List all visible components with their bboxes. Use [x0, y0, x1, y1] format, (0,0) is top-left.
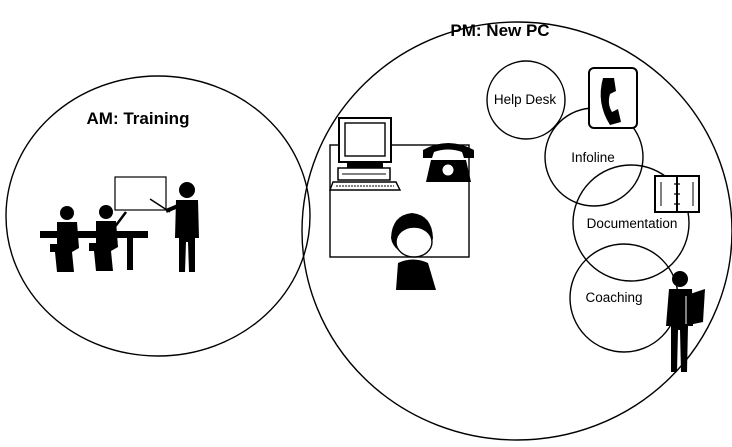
seated-person-icon: [50, 206, 79, 272]
desk-frame: [329, 144, 470, 258]
standing-trainer-icon: [165, 182, 199, 272]
seated-person-icon: [89, 205, 127, 271]
pm-new-pc-group: PM: New PC Help Desk: [301, 21, 732, 441]
coaching-label: Coaching: [585, 290, 642, 305]
documentation-bubble: Documentation: [572, 164, 690, 282]
am-circle: [5, 75, 311, 357]
help-desk-bubble: Help Desk: [486, 60, 566, 140]
infoline-label: Infoline: [571, 150, 615, 165]
pm-circle: [301, 21, 732, 441]
user-icon: [391, 213, 436, 290]
help-desk-label: Help Desk: [494, 92, 557, 107]
phone-handset-icon: [588, 67, 638, 129]
am-title: AM: Training: [87, 109, 190, 128]
manual-book-icon: [654, 175, 700, 213]
telephone-icon: [423, 143, 474, 182]
training-table: [40, 231, 148, 238]
coaching-bubble: Coaching: [569, 243, 679, 353]
coach-icon: [666, 271, 705, 372]
am-training-group: AM: Training: [5, 75, 311, 357]
training-scene-icon: [40, 176, 199, 272]
computer-icon: [328, 117, 402, 191]
pm-title: PM: New PC: [450, 21, 549, 40]
documentation-label: Documentation: [587, 216, 678, 231]
